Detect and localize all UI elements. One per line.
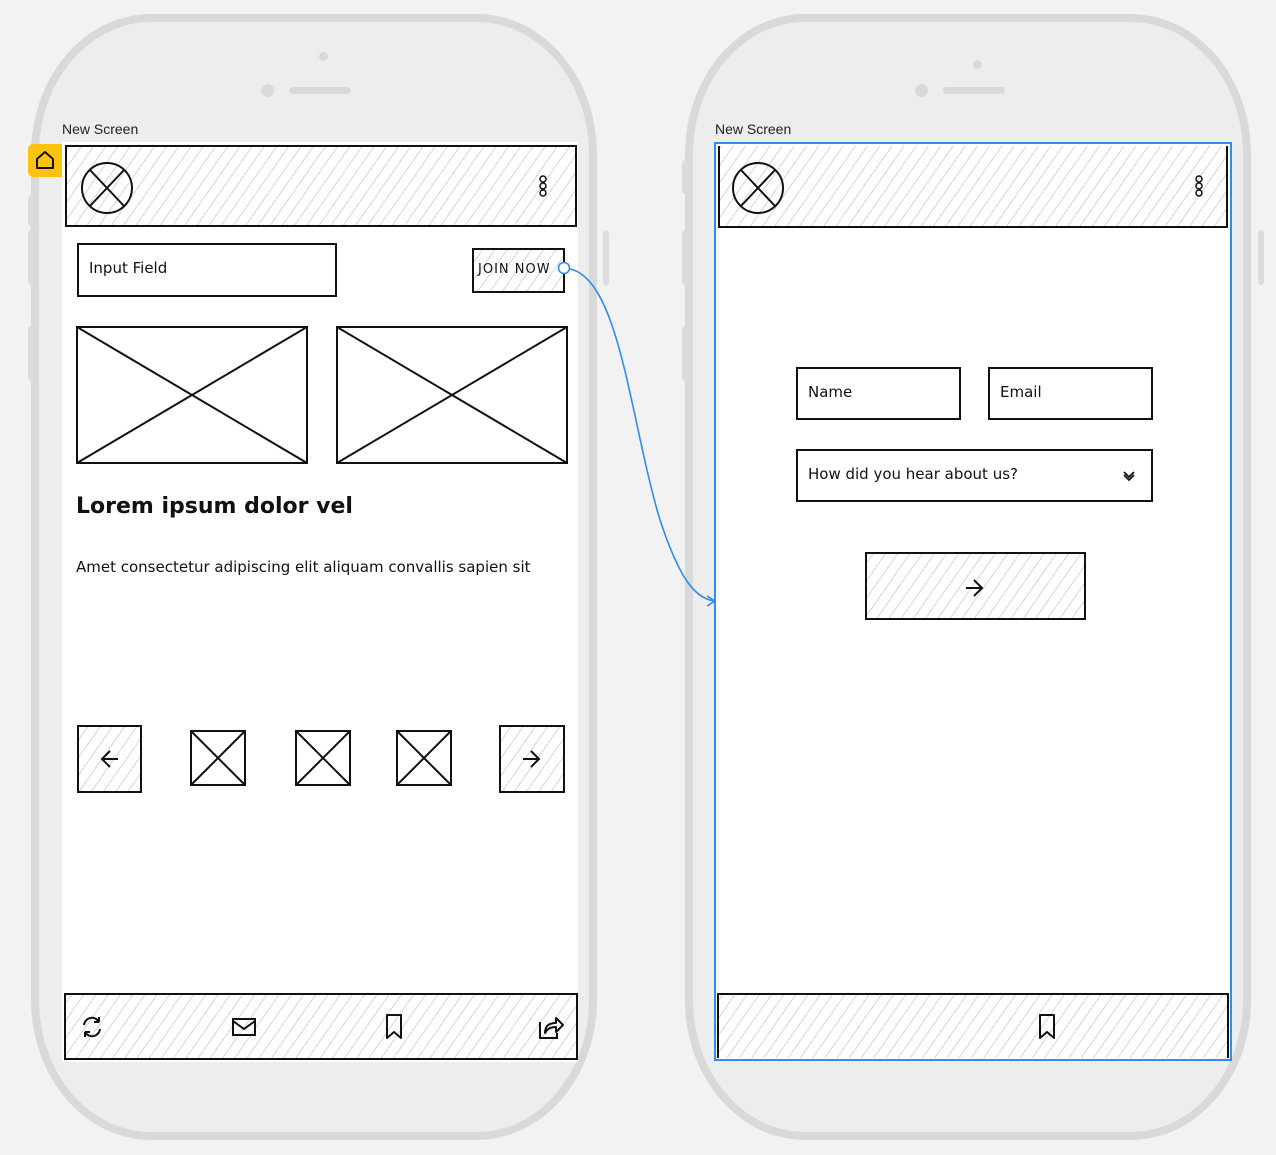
content-heading: Lorem ipsum dolor vel [76, 494, 353, 519]
placeholder-circle-x-icon[interactable] [79, 160, 135, 216]
side-button [28, 196, 34, 226]
select-placeholder: How did you hear about us? [808, 465, 1018, 483]
carousel-prev-button[interactable] [77, 725, 142, 793]
bottom-tab-bar [64, 993, 578, 1060]
image-placeholder-icon [336, 326, 568, 464]
power-button [603, 230, 609, 285]
volume-down-button [682, 326, 688, 381]
speaker-grille [943, 87, 1005, 94]
volume-up-button [682, 230, 688, 285]
image-placeholder-icon [76, 326, 308, 464]
arrow-right-icon [966, 579, 984, 597]
refresh-icon[interactable] [79, 1014, 105, 1040]
name-placeholder: Name [808, 383, 853, 401]
camera-dot [319, 52, 328, 61]
arrow-right-icon [523, 750, 541, 768]
text-input[interactable]: Input Field [77, 243, 337, 297]
app-header [718, 146, 1228, 228]
carousel-next-button[interactable] [499, 725, 565, 793]
thumbnail-placeholder-icon[interactable] [396, 730, 452, 786]
front-sensor [261, 84, 274, 97]
arrow-left-icon [100, 750, 118, 768]
bottom-tab-bar [717, 993, 1229, 1058]
referral-source-select[interactable]: How did you hear about us? [796, 449, 1153, 502]
side-button [682, 160, 688, 194]
submit-button[interactable] [865, 552, 1086, 620]
home-screen-badge[interactable] [28, 144, 62, 177]
front-sensor [915, 84, 928, 97]
share-icon[interactable] [537, 1013, 565, 1041]
screen-label: New Screen [715, 121, 792, 137]
home-icon [36, 151, 54, 169]
bookmark-icon[interactable] [384, 1013, 404, 1041]
more-vertical-icon[interactable] [537, 174, 549, 200]
email-placeholder: Email [1000, 383, 1042, 401]
content-body-text: Amet consectetur adipiscing elit aliquam… [76, 558, 531, 576]
screen-1[interactable]: Input Field JOIN NOW Lorem ipsum dolor v… [62, 142, 578, 1062]
bookmark-icon[interactable] [1037, 1013, 1057, 1041]
volume-down-button [28, 326, 34, 381]
app-header [65, 145, 577, 227]
camera-dot [973, 60, 982, 69]
thumbnail-placeholder-icon[interactable] [190, 730, 246, 786]
volume-up-button [28, 230, 34, 285]
email-input[interactable]: Email [988, 367, 1153, 420]
speaker-grille [289, 87, 351, 94]
mail-icon[interactable] [231, 1016, 257, 1038]
thumbnail-placeholder-icon[interactable] [295, 730, 351, 786]
placeholder-circle-x-icon[interactable] [730, 160, 786, 216]
join-now-label: JOIN NOW [478, 262, 551, 277]
input-placeholder: Input Field [89, 259, 168, 277]
more-vertical-icon[interactable] [1193, 174, 1205, 200]
name-input[interactable]: Name [796, 367, 961, 420]
screen-label: New Screen [62, 121, 139, 137]
chevron-down-icon [1123, 471, 1135, 482]
screen-2[interactable]: Name Email How did you hear about us? [714, 142, 1232, 1061]
power-button [1258, 230, 1264, 285]
